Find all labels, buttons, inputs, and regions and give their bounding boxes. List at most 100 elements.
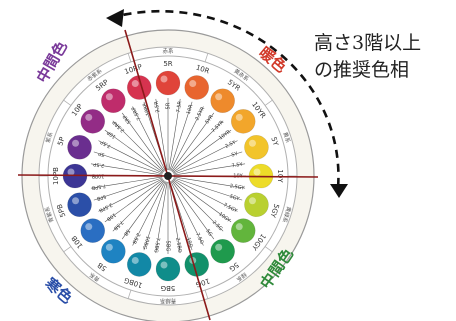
hue-ball-highlight xyxy=(72,197,80,205)
inner-hue-label: 2.5R xyxy=(154,100,162,113)
hue-spoke xyxy=(168,181,181,254)
hue-spoke xyxy=(132,106,166,171)
hue-ball-highlight xyxy=(248,197,256,205)
hue-spoke xyxy=(170,106,204,171)
hue-spoke xyxy=(155,98,168,171)
hue-label: 5Y xyxy=(269,136,280,147)
hue-spoke xyxy=(172,120,224,172)
hue-ball xyxy=(101,238,126,264)
hue-spoke xyxy=(173,176,246,189)
hue-spoke xyxy=(112,120,164,172)
hue-spoke xyxy=(90,163,163,176)
hue-ball-highlight xyxy=(235,113,243,121)
inner-hue-label: 2.5B xyxy=(130,232,141,245)
band-segments xyxy=(39,53,297,299)
hue-spoke xyxy=(173,151,243,175)
band-divider xyxy=(63,246,72,253)
hue-ball-highlight xyxy=(160,261,168,269)
hue-spoke xyxy=(93,177,163,201)
hue-spoke xyxy=(132,181,166,246)
center-dot xyxy=(164,172,172,180)
hue-spoke xyxy=(121,112,165,172)
hue-spoke xyxy=(172,180,224,232)
inner-hue-label: 5RP xyxy=(122,113,133,124)
inner-hue-label: 10R xyxy=(186,103,195,115)
hue-ball-highlight xyxy=(131,80,139,88)
hue-spoke xyxy=(168,98,181,171)
hue-label: 5R xyxy=(163,60,172,68)
inner-hue-label: 7.5P xyxy=(100,139,112,149)
hue-spoke xyxy=(173,177,243,201)
inner-hue-label: 10B xyxy=(105,211,117,222)
recommendation-annotation: 高さ3階以上 の推奨色相 xyxy=(314,30,454,84)
hue-spoke xyxy=(173,140,238,174)
inner-hue-label: 2.5P xyxy=(93,161,105,169)
inner-hue-label: 7.5RP xyxy=(131,106,143,122)
hue-ball xyxy=(244,192,269,218)
band-label: 黄系 xyxy=(281,131,292,144)
hue-spokes xyxy=(90,98,246,254)
hue-ball xyxy=(184,75,210,100)
hue-spoke xyxy=(104,129,164,173)
hue-spoke xyxy=(170,181,204,246)
hue-label: 5P xyxy=(56,136,66,147)
hue-spoke xyxy=(172,179,232,223)
inner-hue-label: 10G xyxy=(185,237,194,249)
hue-spoke xyxy=(172,129,232,173)
hue-spoke xyxy=(93,151,163,175)
inner-hue-label: 5PB xyxy=(95,193,107,202)
hue-ball-highlight xyxy=(85,223,93,231)
inner-hue-label: 7.5G xyxy=(194,232,205,245)
band-divider xyxy=(264,99,273,106)
arrow-head-end-icon xyxy=(330,184,348,198)
hue-ball xyxy=(155,70,181,96)
hue-ball xyxy=(210,88,235,114)
inner-hue-label: 5Y xyxy=(231,151,240,159)
inner-hue-label: 5GY xyxy=(229,194,241,203)
inner-hue-label: 2.5Y xyxy=(224,139,237,150)
hue-spoke xyxy=(90,176,163,189)
inner-hue-label: 5YR xyxy=(204,114,215,126)
hue-ball-highlight xyxy=(72,139,80,147)
hue-label: 5PB xyxy=(56,203,68,218)
hue-ball xyxy=(126,252,152,277)
band-divider xyxy=(264,246,273,253)
inner-hue-label: 7.5BG xyxy=(152,237,160,253)
inner-hue-label: 10BG xyxy=(141,235,151,250)
hue-ball xyxy=(155,256,181,282)
band-divider xyxy=(63,99,72,106)
band-divider xyxy=(204,290,209,299)
hue-ball-highlight xyxy=(105,93,113,101)
hue-spoke xyxy=(173,178,238,212)
hue-ball xyxy=(80,218,106,243)
hue-label: 5BG xyxy=(161,284,176,292)
band-label: 赤系 xyxy=(162,47,174,55)
hue-ball xyxy=(244,134,269,160)
hue-ball xyxy=(230,109,256,134)
hue-balls xyxy=(62,70,274,282)
hue-spoke xyxy=(173,163,246,176)
band-divider xyxy=(127,53,132,62)
band-label: 紫系 xyxy=(44,130,55,143)
recommended-range-arrow xyxy=(109,9,340,189)
inner-hue-label: 2.5GY xyxy=(229,183,245,191)
inner-hue-label: 7.5PB xyxy=(91,182,107,190)
band-label: 青緑系 xyxy=(159,297,176,305)
hue-ball-highlight xyxy=(131,256,139,264)
hue-ball xyxy=(101,88,126,114)
hue-spoke xyxy=(155,181,168,254)
inner-hue-label: 2.5BG xyxy=(174,237,182,253)
inner-hue-label: 5G xyxy=(204,228,213,237)
hue-ball-highlight xyxy=(235,223,243,231)
hue-ball-highlight xyxy=(253,168,261,176)
hue-ball-highlight xyxy=(160,75,168,83)
hue-ball xyxy=(126,75,152,100)
annotation-line-1: 高さ3階以上 xyxy=(314,32,422,54)
inner-hue-label: 5BG xyxy=(165,241,171,252)
inner-hue-label: 10RP xyxy=(142,102,152,116)
inner-hue-label: 7.5R xyxy=(176,100,184,113)
hue-spoke xyxy=(121,180,165,240)
hue-spoke xyxy=(104,179,164,223)
hue-ball xyxy=(67,134,92,160)
